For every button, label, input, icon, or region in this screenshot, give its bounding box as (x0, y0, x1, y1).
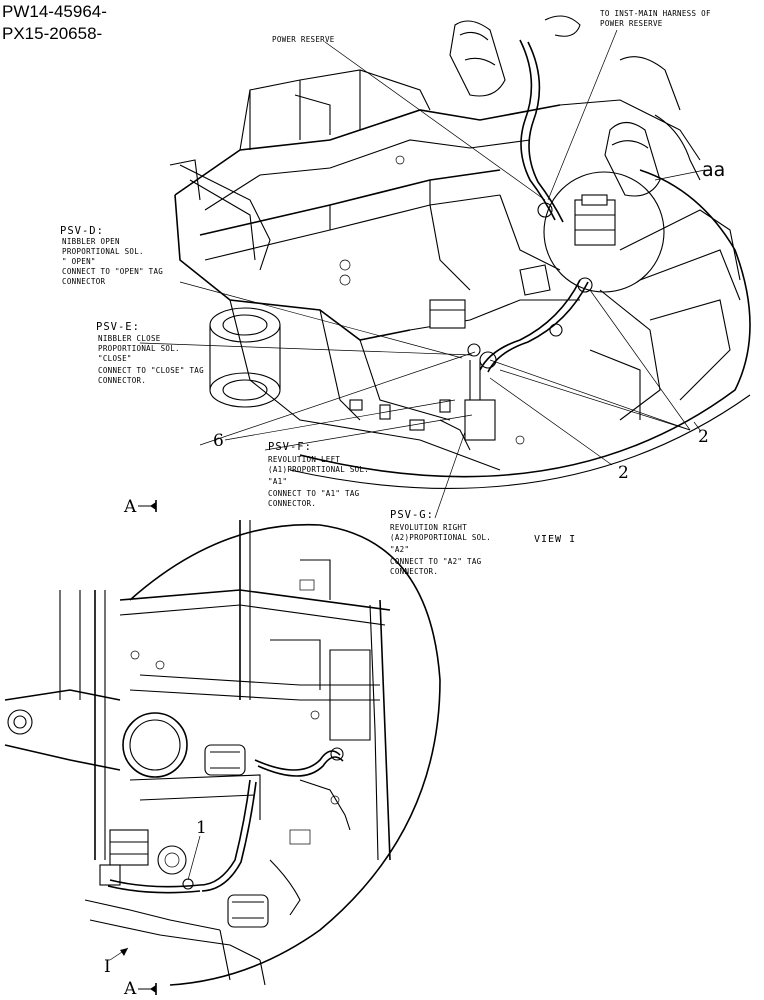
psv-f-title: PSV-F: (268, 441, 312, 453)
detail-tag-aa: aa (702, 159, 725, 181)
psv-d-line5: CONNECTOR (62, 277, 106, 286)
psv-e-line4: CONNECT TO "CLOSE" TAG (98, 366, 204, 375)
ref-number-6: 6 (213, 431, 224, 451)
inst-main-callout-line2: POWER RESERVE (600, 19, 663, 28)
leader-lines-bottom (109, 835, 201, 961)
section-arrow-bottom: A (123, 979, 157, 999)
section-a-bottom-label: A (123, 979, 137, 999)
psv-d-title: PSV-D: (60, 225, 104, 237)
psv-g-line1: REVOLUTION RIGHT (390, 523, 467, 532)
psv-d-line2: PROPORTIONAL SOL. (62, 247, 144, 256)
psv-f-line1: REVOLUTION LEFT (268, 455, 340, 464)
ref-number-2-upper: 2 (698, 427, 709, 447)
psv-d-line3: " OPEN" (62, 257, 96, 266)
psv-f-line4: CONNECT TO "A1" TAG (268, 489, 360, 498)
power-reserve-callout: POWER RESERVE (272, 35, 335, 44)
psv-d-line4: CONNECT TO "OPEN" TAG (62, 267, 163, 276)
psv-g-line4: CONNECT TO "A2" TAG (390, 557, 482, 566)
psv-g-line2: (A2)PROPORTIONAL SOL. (390, 533, 491, 542)
leader-lines-top (139, 29, 706, 519)
psv-f-line2: (A1)PROPORTIONAL SOL. (268, 465, 369, 474)
serial-number-1: PW14-45964- (2, 2, 107, 21)
ref-number-1: 1 (196, 818, 207, 838)
serial-number-2: PX15-20658- (2, 24, 102, 43)
psv-g-line3: "A2" (390, 545, 409, 554)
psv-d-line1: NIBBLER OPEN (62, 237, 120, 246)
psv-g-callout: PSV-G: REVOLUTION RIGHT (A2)PROPORTIONAL… (390, 509, 491, 576)
psv-g-line5: CONNECTOR. (390, 567, 438, 576)
psv-f-callout: PSV-F: REVOLUTION LEFT (A1)PROPORTIONAL … (268, 441, 369, 508)
view-arrow-I: I (104, 957, 111, 977)
lower-view-drawing (4, 520, 441, 986)
section-arrow-top: A (123, 497, 157, 517)
psv-e-line3: "CLOSE" (98, 354, 132, 363)
view-label: VIEW I (534, 534, 576, 545)
psv-e-line2: PROPORTIONAL SOL. (98, 344, 180, 353)
psv-f-line3: "A1" (268, 477, 287, 486)
section-a-top-label: A (123, 497, 137, 517)
psv-f-line5: CONNECTOR. (268, 499, 316, 508)
psv-d-callout: PSV-D: NIBBLER OPEN PROPORTIONAL SOL. " … (60, 225, 163, 286)
ref-number-2-lower: 2 (618, 463, 629, 483)
psv-e-line1: NIBBLER CLOSE (98, 334, 161, 343)
psv-e-callout: PSV-E: NIBBLER CLOSE PROPORTIONAL SOL. "… (96, 321, 204, 385)
psv-e-line5: CONNECTOR. (98, 376, 146, 385)
psv-e-title: PSV-E: (96, 321, 140, 333)
upper-frame-drawing (169, 15, 751, 490)
psv-g-title: PSV-G: (390, 509, 434, 521)
inst-main-callout-line1: TO INST-MAIN HARNESS OF (600, 9, 711, 18)
